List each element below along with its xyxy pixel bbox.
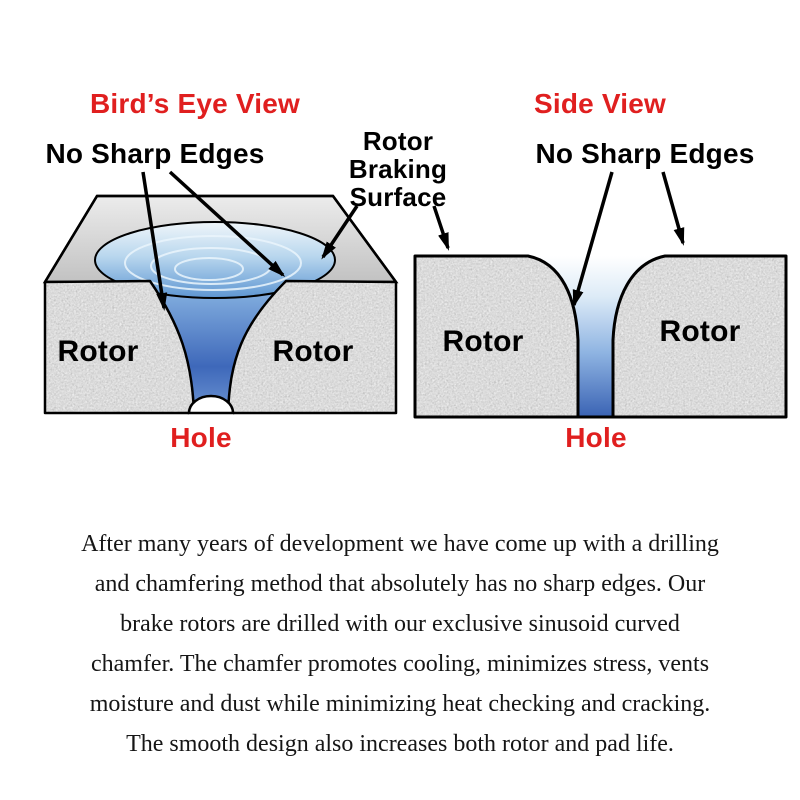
birdseye-title: Bird’s Eye View	[90, 88, 300, 119]
rotor-braking-surface-line3: Surface	[349, 181, 447, 212]
birdseye-hole-channel	[150, 281, 286, 413]
arrow-no-sharp-edges-be-left	[141, 171, 168, 311]
sideview-title: Side View	[533, 88, 666, 119]
birdseye-silhouette	[43, 194, 398, 415]
sideview-hole-funnel	[528, 256, 665, 417]
arrow-no-sharp-edges-sv-right	[661, 171, 685, 246]
rotor-braking-surface-line2: Braking	[348, 153, 448, 184]
arrow-braking-surface-right	[432, 205, 450, 251]
arrow-no-sharp-edges-sv-left	[572, 171, 614, 308]
paragraph-line: brake rotors are drilled with our exclus…	[120, 611, 680, 637]
sideview-rotor-block-left	[415, 256, 578, 417]
no-sharp-edges-label-left: No Sharp Edges	[45, 138, 265, 169]
birdseye-face-edge-right	[226, 279, 397, 414]
hole-label-birdseye: Hole	[170, 422, 232, 453]
hole-label-sideview: Hole	[565, 422, 627, 453]
arrow-braking-surface-left	[321, 205, 359, 260]
diagram-canvas	[42, 170, 788, 419]
paragraph-line: moisture and dust while minimizing heat …	[89, 691, 711, 717]
birdseye-face-edge-left	[44, 279, 196, 414]
rotor-label-sv-left: Rotor	[442, 325, 524, 358]
chamfer-contour-ring	[174, 257, 244, 281]
chamfer-contour-ring	[124, 235, 302, 291]
rotor-label-be-right: Rotor	[272, 335, 354, 368]
rotor-label-be-left: Rotor	[57, 335, 139, 368]
paragraph-line: After many years of development we have …	[81, 531, 719, 557]
rotor-label-sv-right: Rotor	[659, 315, 741, 348]
paragraph-line: chamfer. The chamfer promotes cooling, m…	[90, 651, 710, 677]
rotor-braking-surface-label: Rotor Braking Surface	[328, 126, 468, 212]
description-paragraph: After many years of development we have …	[0, 524, 800, 764]
rotor-braking-surface-line1: Rotor	[362, 126, 434, 156]
paragraph-line: The smooth design also increases both ro…	[126, 731, 674, 757]
birdseye-rotor-face-left	[45, 281, 194, 413]
birdseye-rotor-face-right	[228, 281, 396, 413]
birdseye-hole-notch	[187, 394, 235, 415]
arrow-no-sharp-edges-be-right	[168, 170, 286, 278]
sideview-outline	[413, 254, 788, 419]
sideview-rotor-block-right	[613, 256, 786, 417]
paragraph-line: and chamfering method that absolutely ha…	[94, 571, 706, 597]
no-sharp-edges-label-right: No Sharp Edges	[535, 138, 755, 169]
